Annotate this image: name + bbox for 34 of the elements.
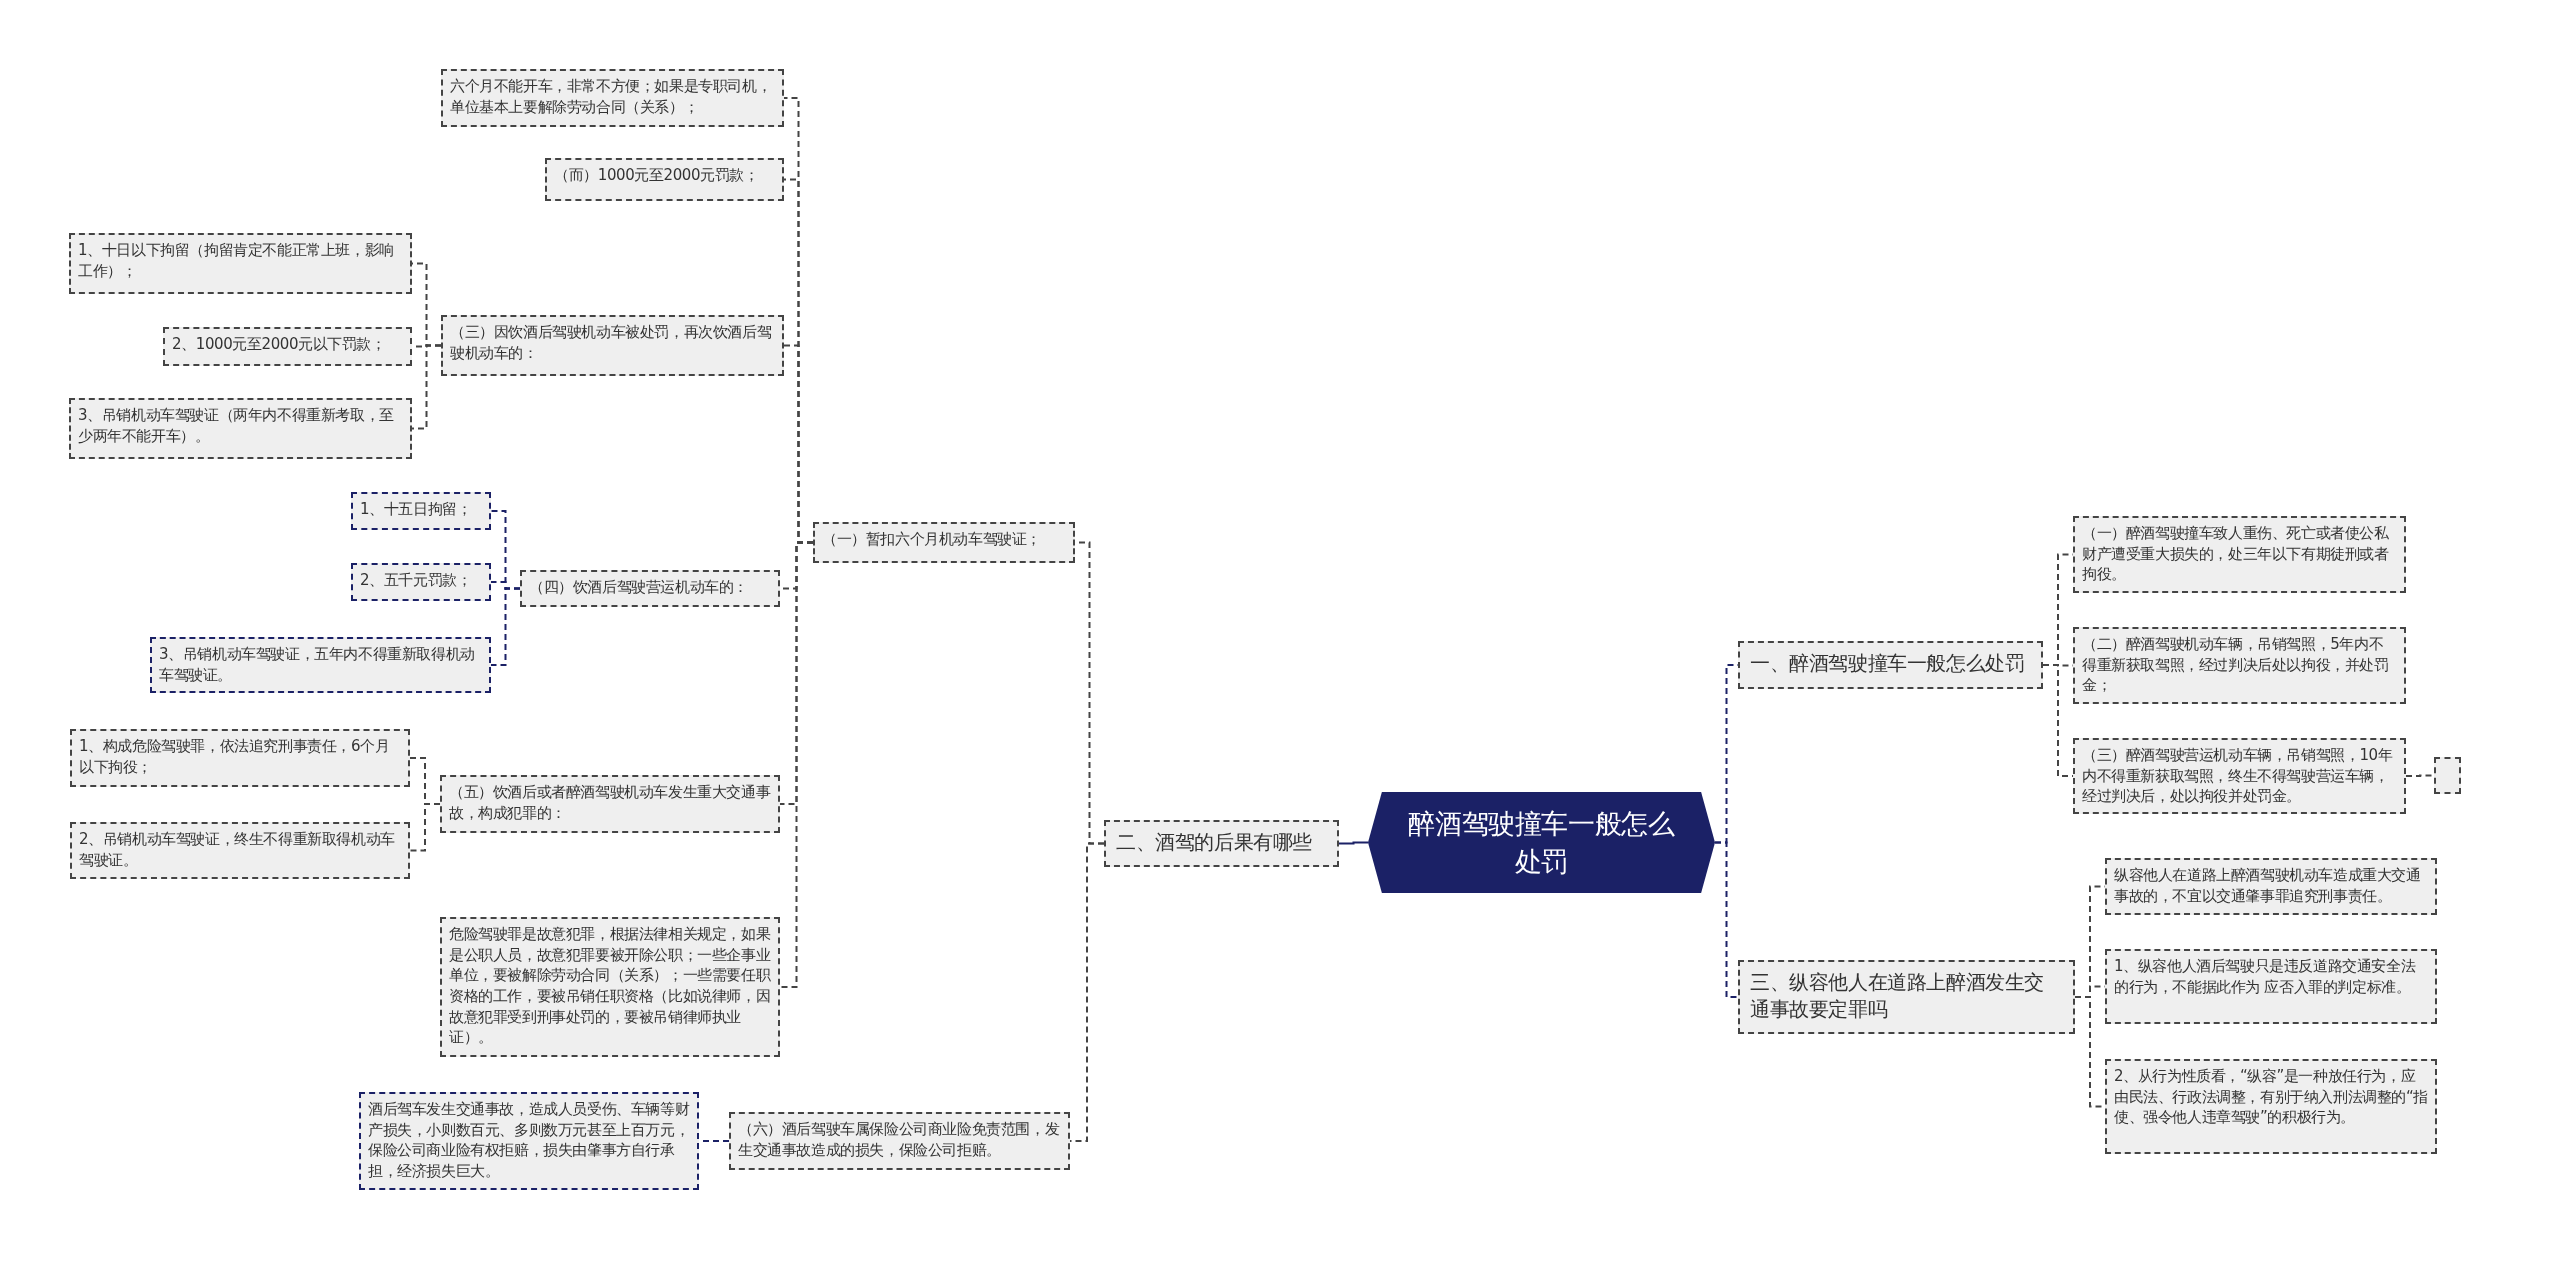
branch-topic: 三、纵容他人在道路上醉酒发生交通事故要定罪吗 xyxy=(1738,960,2075,1034)
topic-box: 危险驾驶罪是故意犯罪，根据法律相关规定，如果是公职人员，故意犯罪要被开除公职；一些企事业单位，要被解除劳动合同（关系）；一些需要任职资格的工作，要被吊销任职资格（比如说律师，因故意犯罪受到刑事处罚的，要被吊销律师执业证）。 xyxy=(440,917,780,1057)
topic-box: （三）醉酒驾驶营运机动车辆，吊销驾照，10年内不得重新获取驾照，终生不得驾驶营运车辆，经过判决后，处以拘役并处罚金。 xyxy=(2073,738,2406,815)
topic-box: （四）饮酒后驾驶营运机动车的： xyxy=(520,570,780,607)
topic-box: （一）暂扣六个月机动车驾驶证； xyxy=(813,522,1075,563)
topic-box: （六）酒后驾驶车属保险公司商业险免责范围，发生交通事故造成的损失，保险公司拒赔。 xyxy=(729,1112,1070,1170)
topic-box: 3、吊销机动车驾驶证（两年内不得重新考取，至少两年不能开车）。 xyxy=(69,398,412,459)
connector-line xyxy=(409,803,441,852)
topic-box: （五）饮酒后或者醉酒驾驶机动车发生重大交通事故，构成犯罪的： xyxy=(440,775,780,833)
empty-box xyxy=(2434,757,2461,794)
topic-box: 1、十五日拘留； xyxy=(351,492,491,530)
topic-box: 1、构成危险驾驶罪，依法追究刑事责任，6个月以下拘役； xyxy=(70,729,410,787)
topic-box: （而）1000元至2000元罚款； xyxy=(545,158,784,201)
topic-box: 2、五千元罚款； xyxy=(351,563,491,601)
topic-box: 纵容他人在道路上醉酒驾驶机动车造成重大交通事故的，不宜以交通肇事罪追究刑事责任。 xyxy=(2105,858,2437,915)
topic-box: （二）醉酒驾驶机动车辆，吊销驾照，5年内不得重新获取驾照，经过判决后处以拘役，并处罚金； xyxy=(2073,627,2406,704)
topic-box: 2、从行为性质看，“纵容”是一种放任行为，应由民法、行政法调整，有别于纳入刑法调整的“指使、强令他人违章驾驶”的积极行为。 xyxy=(2105,1059,2437,1154)
connector-line xyxy=(411,344,442,430)
topic-box: 3、吊销机动车驾驶证，五年内不得重新取得机动车驾驶证。 xyxy=(150,637,491,693)
topic-box: 2、吊销机动车驾驶证，终生不得重新取得机动车驾驶证。 xyxy=(70,822,410,879)
connector-line xyxy=(1338,841,1369,845)
branch-topic: 一、醉酒驾驶撞车一般怎么处罚 xyxy=(1738,641,2043,689)
branch-topic: 二、酒驾的后果有哪些 xyxy=(1104,820,1339,867)
topic-box: 酒后驾车发生交通事故，造成人员受伤、车辆等财产损失，小则数百元、多则数万元甚至上百万元，保险公司商业险有权拒赔，损失由肇事方自行承担，经济损失巨大。 xyxy=(359,1092,699,1190)
topic-box: 1、十日以下拘留（拘留肯定不能正常上班，影响工作）； xyxy=(69,233,412,294)
connector-line xyxy=(1714,841,1739,998)
topic-box: （一）醉酒驾驶撞车致人重伤、死亡或者使公私财产遭受重大损失的，处三年以下有期徒刑或者拘役。 xyxy=(2073,516,2406,593)
topic-box: （三）因饮酒后驾驶机动车被处罚，再次饮酒后驾驶机动车的： xyxy=(441,315,784,376)
topic-box: 2、1000元至2000元以下罚款； xyxy=(163,327,412,366)
topic-box: 六个月不能开车，非常不方便；如果是专职司机，单位基本上要解除劳动合同（关系）； xyxy=(441,69,784,127)
central-topic: 醉酒驾驶撞车一般怎么处罚 xyxy=(1368,792,1715,893)
connector-line xyxy=(2405,774,2435,777)
topic-box: 1、纵容他人酒后驾驶只是违反道路交通安全法的行为，不能据此作为 应否入罪的判定标准。 xyxy=(2105,949,2437,1024)
connector-line xyxy=(490,587,521,666)
